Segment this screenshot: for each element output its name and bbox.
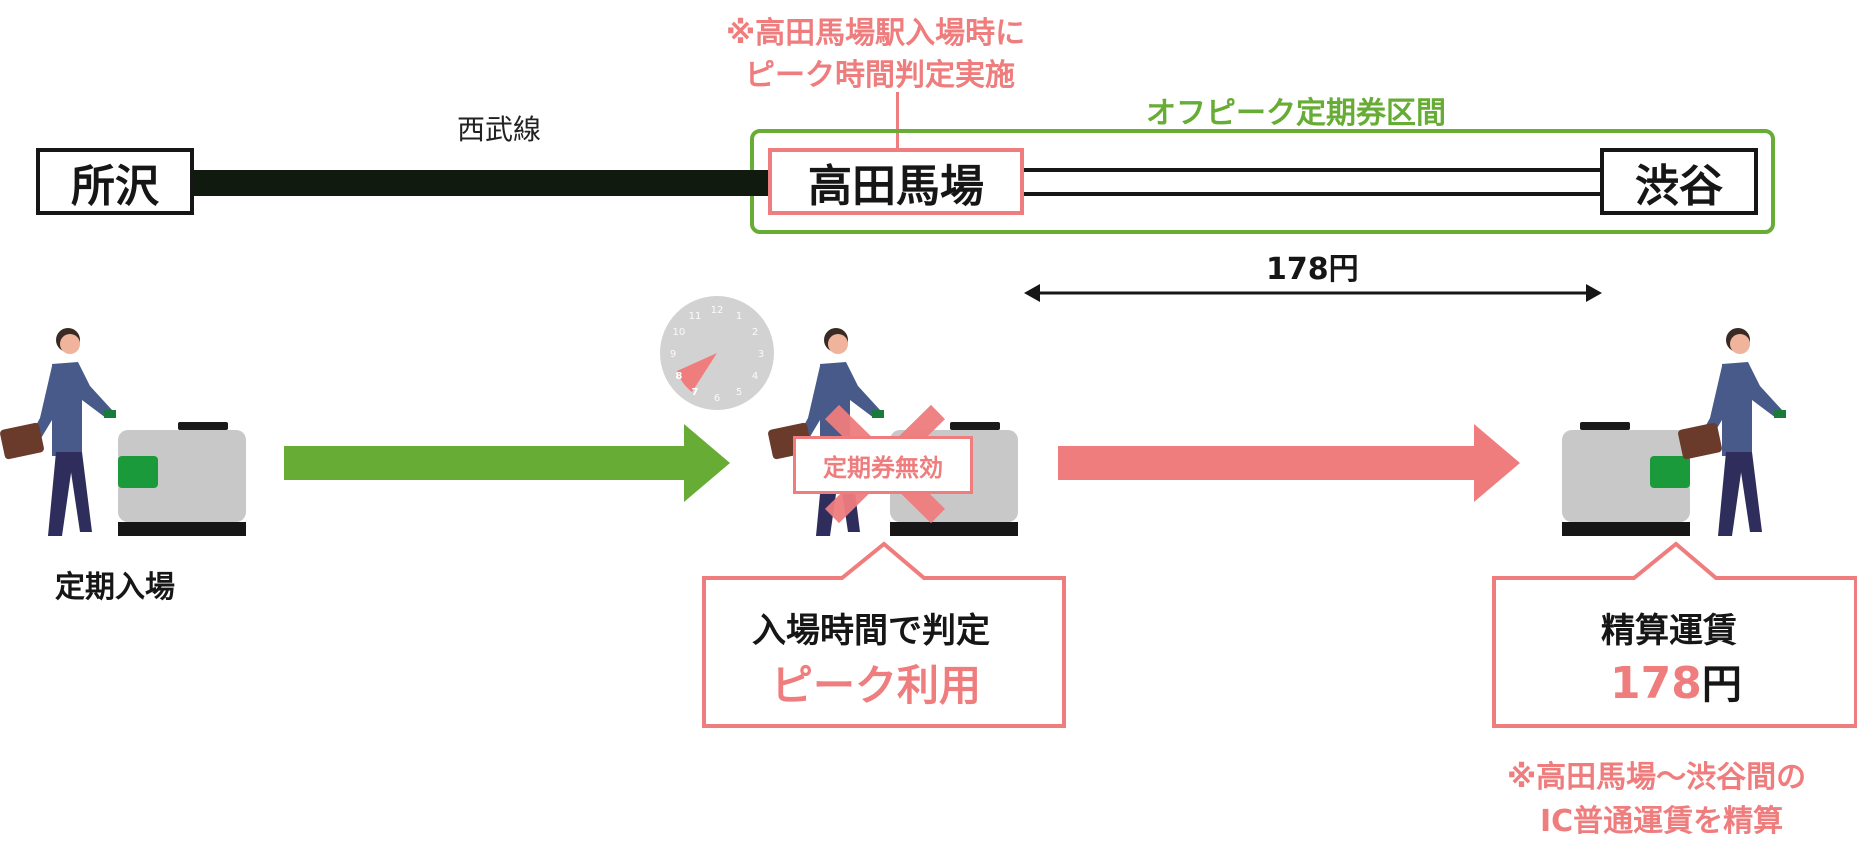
entry-label: 定期入場 — [55, 570, 175, 605]
green-progress-arrow — [284, 424, 730, 502]
clock-number: 11 — [689, 311, 702, 322]
station-shibuya: 渋谷 — [1600, 148, 1758, 215]
seibu-line-track — [190, 170, 770, 196]
commuter-exiting-figure — [1678, 328, 1786, 536]
clock-number: 3 — [758, 349, 764, 360]
clock-number: 4 — [752, 371, 758, 382]
ticket-gate-entry — [118, 422, 246, 536]
judgement-line2: ピーク利用 — [771, 661, 982, 710]
settlement-amount: 178 — [1610, 658, 1702, 709]
clock-number: 1 — [736, 311, 742, 322]
bottom-note-line1: ※高田馬場～渋谷間の — [1507, 760, 1807, 795]
offpeak-section-label: オフピーク定期券区間 — [1146, 96, 1446, 131]
settlement-title: 精算運賃 — [1601, 611, 1737, 651]
invalid-pass-badge: 定期券無効 — [793, 436, 973, 494]
station-tokorozawa: 所沢 — [36, 148, 194, 215]
fare-segment-arrow — [1024, 284, 1602, 302]
invalid-pass-text: 定期券無効 — [823, 453, 943, 482]
settlement-fare: 178円 — [1610, 652, 1742, 710]
ticket-gate-exit — [1562, 422, 1690, 536]
peak-note-pointer — [896, 92, 899, 148]
settlement-unit: 円 — [1701, 662, 1742, 708]
clock-number: 8 — [675, 371, 682, 382]
clock-number: 7 — [692, 387, 699, 398]
clock-number: 2 — [752, 327, 758, 338]
settlement-callout — [1492, 541, 1857, 728]
clock-number: 6 — [714, 393, 720, 404]
line-name-label: 西武線 — [457, 113, 542, 146]
red-progress-arrow — [1058, 424, 1520, 502]
metro-line-track-upper — [1018, 168, 1604, 172]
clock-number: 12 — [711, 305, 724, 316]
clock-number: 5 — [736, 387, 742, 398]
fare-segment-label: 178円 — [1266, 252, 1359, 287]
judgement-callout — [702, 541, 1066, 728]
clock-number: 9 — [670, 349, 676, 360]
metro-line-track-lower — [1018, 192, 1604, 196]
peak-note-line2: ピーク時間判定実施 — [745, 58, 1015, 93]
peak-note-line1: ※高田馬場駅入場時に — [726, 16, 1026, 51]
commuter-entering-figure — [0, 328, 116, 536]
station-takadanobaba: 高田馬場 — [768, 148, 1024, 215]
judgement-line1: 入場時間で判定 — [752, 611, 990, 651]
bottom-note-line2: IC普通運賃を精算 — [1540, 804, 1784, 839]
clock-number: 10 — [673, 327, 686, 338]
